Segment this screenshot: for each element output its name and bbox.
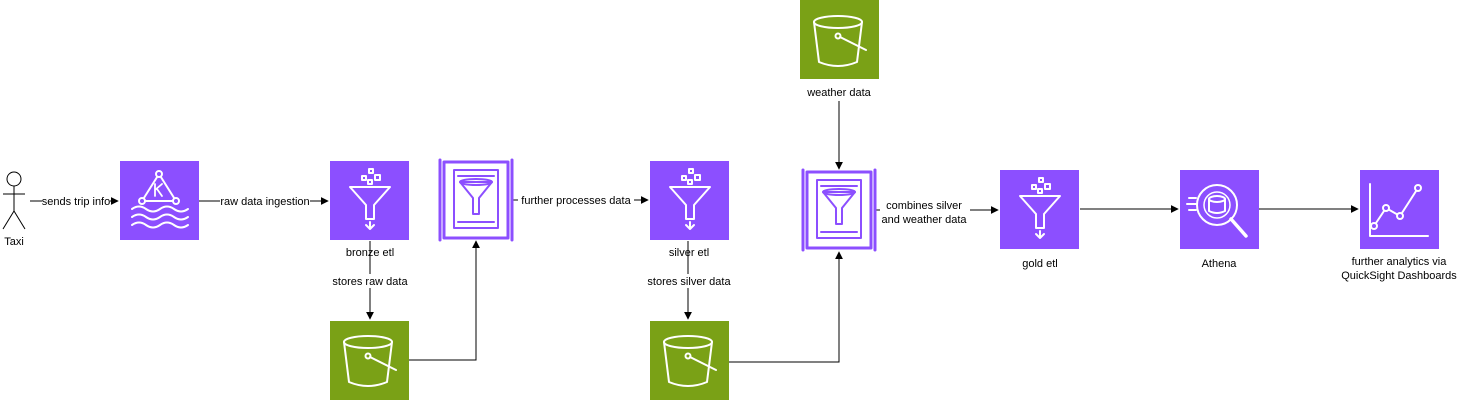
- node-quicksight-label-line2: QuickSight Dashboards: [1341, 270, 1457, 282]
- kinesis-icon: [131, 170, 189, 229]
- actor-icon: [2, 171, 26, 230]
- node-quicksight-label-line1: further analytics via: [1352, 256, 1448, 268]
- edge-label-stores-raw-data: stores raw data: [332, 276, 408, 288]
- edge-label-combines-line1: combines silver: [886, 200, 962, 212]
- node-taxi[interactable]: Taxi: [2, 171, 26, 248]
- quicksight-icon: [1369, 183, 1429, 237]
- node-bronze-bucket[interactable]: [330, 321, 409, 400]
- node-bronze-etl[interactable]: bronze etl: [330, 161, 409, 259]
- node-silver-etl[interactable]: silver etl: [650, 161, 729, 259]
- node-transform-2[interactable]: [801, 168, 877, 252]
- edge-label-stores-silver-data: stores silver data: [647, 276, 731, 288]
- glue-transform-icon: [801, 168, 877, 252]
- glue-transform-icon: [438, 158, 514, 242]
- node-weather-label: weather data: [806, 87, 871, 99]
- node-gold-etl[interactable]: gold etl: [1000, 170, 1079, 270]
- athena-icon: [1186, 184, 1248, 238]
- node-bronze-etl-label: bronze etl: [346, 247, 394, 259]
- node-athena[interactable]: Athena: [1180, 170, 1259, 270]
- node-kinesis[interactable]: [120, 161, 199, 240]
- edge-label-sends-trip-info: sends trip info: [42, 196, 110, 208]
- edge-label-combines-line2: and weather data: [881, 214, 967, 226]
- node-silver-etl-label: silver etl: [669, 247, 709, 259]
- node-silver-bucket[interactable]: [650, 321, 729, 400]
- edge-silverbucket-to-transform2: [728, 251, 843, 363]
- node-weather-bucket[interactable]: weather data: [800, 0, 879, 99]
- node-quicksight[interactable]: further analytics via QuickSight Dashboa…: [1341, 170, 1457, 282]
- edge-bucket-to-transform1: [409, 240, 480, 361]
- node-transform-1[interactable]: [438, 158, 514, 242]
- node-gold-etl-label: gold etl: [1022, 258, 1057, 270]
- node-athena-label: Athena: [1202, 258, 1238, 270]
- edge-label-further-processes-data: further processes data: [521, 195, 631, 207]
- edge-labels: sends trip info raw data ingestion store…: [42, 193, 970, 288]
- node-taxi-label: Taxi: [4, 236, 24, 248]
- edge-label-raw-data-ingestion: raw data ingestion: [220, 196, 309, 208]
